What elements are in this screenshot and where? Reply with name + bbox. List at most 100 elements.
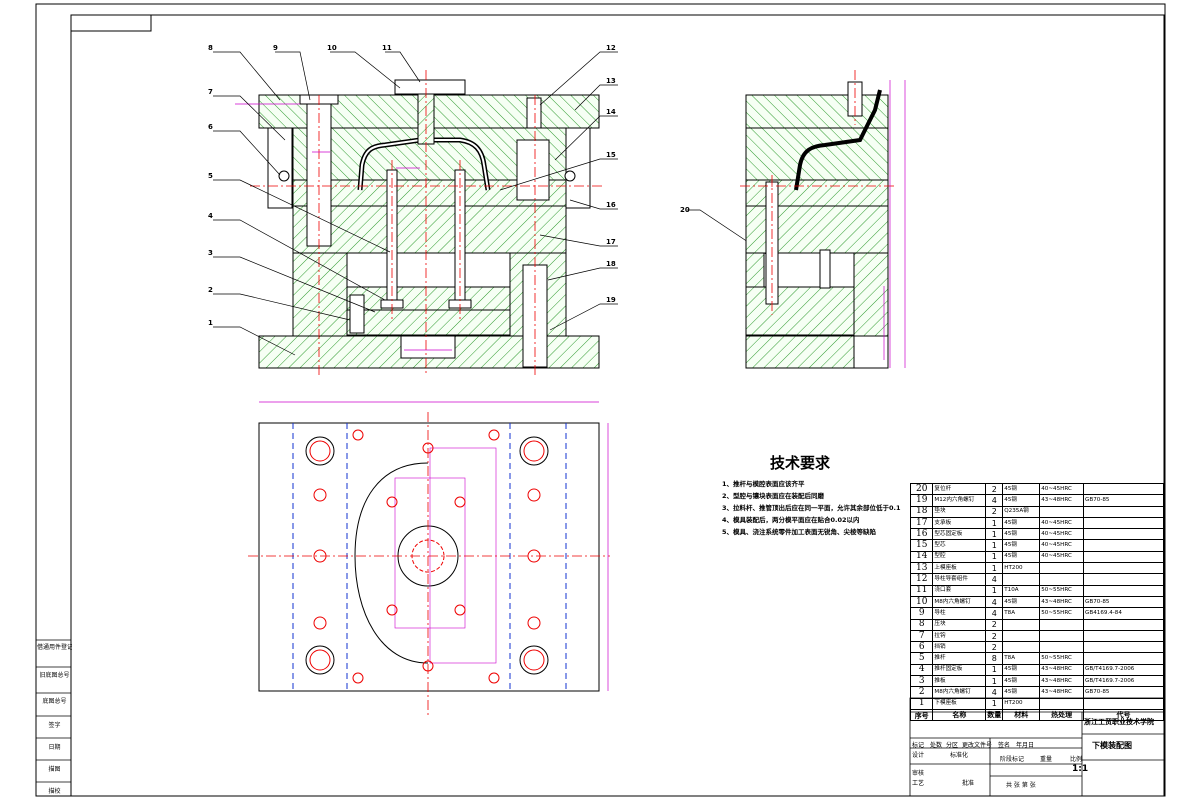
bom-cell-std: GB70-85 [1083,686,1164,699]
bom-cell-heat: 43~48HRC [1039,686,1085,699]
tb-label-design: 设计 [912,752,925,759]
balloon-leaders [213,51,776,356]
bom-cell-no: 6 [909,641,934,654]
balloon-2: 2 [208,286,213,294]
side-block-lines [36,639,71,783]
bom-cell-mat [1002,641,1041,654]
bom-cell-std [1083,550,1164,564]
bom-cell-mat: T10A [1002,584,1041,597]
bom-cell-std [1083,516,1164,530]
bom-cell-std: GB4169.4-84 [1083,607,1164,620]
tech-note: 4、模具装配后，两分模平面应在贴合0.02以内 [722,516,860,524]
bom-header-material: 材料 [1002,708,1041,722]
bom-cell-name: 压块 [932,618,987,631]
bom-cell-mat: 45钢 [1002,595,1041,609]
inner-frame [70,14,1165,797]
bom-cell-std: GB70-85 [1083,595,1164,609]
bom-cell-qty: 4 [985,686,1004,699]
bom-cell-std [1083,652,1164,665]
bom-cell-qty: 2 [985,482,1004,496]
bom-cell-std [1083,697,1164,710]
tb-label-sheets: 共 张 第 张 [1006,782,1036,789]
bom-cell-qty: 1 [985,528,1004,541]
bom-cell-no: 4 [909,663,934,677]
tech-note: 1、推杆与模腔表面应该齐平 [722,480,805,488]
bom-cell-qty: 8 [985,652,1004,665]
bom-cell-no: 7 [909,629,934,643]
tech-note: 5、模具、浇注系统零件加工表面无锐角、尖棱等缺陷 [722,528,877,536]
bom-cell-no: 13 [909,562,934,575]
bom-cell-mat: 45钢 [1002,675,1041,688]
side-label: 描校 [48,788,61,795]
bom-cell-heat: 43~48HRC [1039,675,1085,688]
balloon-11: 11 [382,44,392,52]
bom-cell-heat: 43~48HRC [1039,494,1085,507]
bom-cell-name: 下模座板 [932,697,987,710]
bom-cell-mat: 45钢 [1002,494,1041,507]
side-label: 签字 [48,722,61,729]
tb-label-mark: 标记 [912,742,925,749]
bom-cell-heat [1039,641,1085,654]
bom-cell-std [1083,618,1164,631]
balloon-5: 5 [208,172,213,180]
corner-box [70,14,152,32]
tb-label-change: 更改文件号 [962,742,993,749]
bom-cell-std [1083,641,1164,654]
bom-cell-std [1083,584,1164,597]
tb-label-process: 工艺 [912,780,925,787]
bom-cell-name: M8内六角螺钉 [932,595,987,609]
side-label: 日期 [48,744,61,751]
bom-cell-name: 支承板 [932,516,987,530]
tb-label-sign: 签名 [998,742,1011,749]
bom-cell-mat: HT200 [1002,562,1041,575]
bom-cell-qty: 4 [985,595,1004,609]
bom-cell-mat: 45钢 [1002,516,1041,530]
tech-note: 3、拉料杆、推管顶出后应在同一平面，允许其余部位低于0.1 [722,504,901,512]
bom-cell-no: 14 [909,550,934,564]
bom-cell-qty: 1 [985,697,1004,710]
tb-label-stage: 阶段标记 [1000,756,1025,763]
bom-cell-heat: 40~45HRC [1039,528,1085,541]
tb-label-std: 标准化 [950,752,969,759]
bom-cell-mat: T8A [1002,607,1041,620]
bom-cell-qty: 4 [985,494,1004,507]
balloon-4: 4 [208,212,213,220]
bom-cell-std [1083,539,1164,552]
tech-requirements-title: 技术要求 [769,454,830,472]
side-section-view [740,70,906,369]
bom-cell-name: 推杆 [932,652,987,665]
bom-cell-mat [1002,618,1041,631]
bom-cell-heat: 40~45HRC [1039,516,1085,530]
bom-cell-no: 12 [909,573,934,586]
balloon-3: 3 [208,249,213,257]
bom-header-name: 名称 [932,708,987,722]
tb-label-zone: 分区 [946,742,959,749]
bom-cell-qty: 2 [985,505,1004,518]
bom-cell-std [1083,629,1164,643]
bom-cell-heat [1039,618,1085,631]
bom-cell-qty: 2 [985,618,1004,631]
tb-label-scale: 比例 [1070,756,1083,763]
bom-cell-mat: HT200 [1002,697,1041,710]
bom-cell-mat: 45钢 [1002,528,1041,541]
balloon-7: 7 [208,88,213,96]
title-block: 浙江工贸职业技术学院 下模装配图 标记 处数 分区 更改文件号 签名 年月日 设… [910,714,1164,796]
bom-cell-std [1083,482,1164,496]
bom-cell-no: 1 [909,697,934,710]
bom-cell-mat: 45钢 [1002,686,1041,699]
bom-cell-no: 9 [909,607,934,620]
bom-cell-qty: 1 [985,539,1004,552]
bom-cell-std [1083,528,1164,541]
bom-header-std: 代号 [1083,708,1164,722]
bom-cell-name: 垫块 [932,505,987,518]
